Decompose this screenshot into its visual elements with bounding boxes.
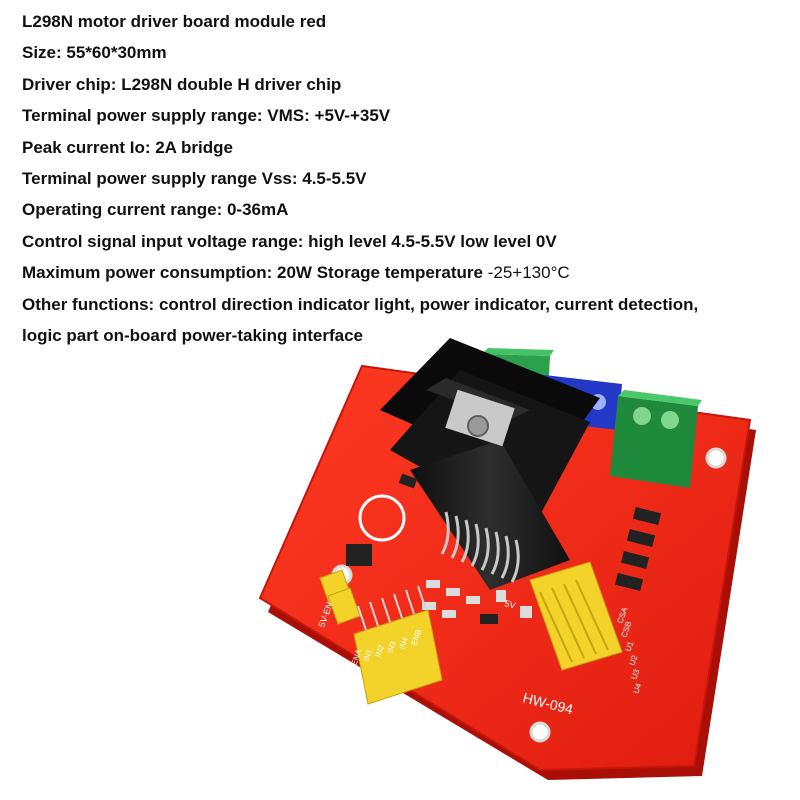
label-5v: 5V bbox=[504, 598, 517, 610]
sense-label-u2: U2 bbox=[627, 653, 639, 666]
spec-storage-temp: -25+130°C bbox=[487, 263, 570, 283]
spec-operating-current: Operating current range: 0-36mA bbox=[22, 200, 289, 220]
input-label-in4: IN4 bbox=[397, 635, 410, 650]
input-label-in3: IN3 bbox=[385, 639, 398, 654]
smd-components bbox=[346, 473, 662, 624]
input-pin-header bbox=[353, 585, 443, 705]
spec-other-functions-cont: logic part on-board power-taking interfa… bbox=[22, 325, 363, 345]
jumper-5v-en bbox=[319, 569, 361, 625]
sense-label-u3: U3 bbox=[629, 667, 641, 680]
sense-label-u4: U4 bbox=[631, 681, 643, 694]
spec-driver-chip: Driver chip: L298N double H driver chip bbox=[22, 74, 342, 94]
spec-max-power: Maximum power consumption: 20W Storage t… bbox=[22, 257, 792, 288]
heatsink-screw bbox=[467, 415, 489, 437]
spec-size: Size: 55*60*30mm bbox=[22, 43, 167, 63]
input-label-in1: IN1 bbox=[361, 647, 374, 662]
spec-max-power-text: Maximum power consumption: 20W Storage t… bbox=[22, 263, 488, 283]
spec-title: L298N motor driver board module red bbox=[22, 12, 327, 31]
chip-pins bbox=[440, 511, 520, 583]
spec-vms: Terminal power supply range: VMS: +5V-+3… bbox=[22, 106, 391, 126]
screw-terminal-green-right bbox=[610, 390, 702, 488]
mounting-hole bbox=[705, 447, 727, 469]
spec-list: L298N motor driver board module red Size… bbox=[22, 6, 792, 351]
spec-peak-current: Peak current Io: 2A bridge bbox=[22, 137, 233, 157]
spec-vss: Terminal power supply range Vss: 4.5-5.5… bbox=[22, 168, 367, 188]
silkscreen-circle bbox=[358, 494, 406, 542]
spec-control-signal: Control signal input voltage range: high… bbox=[22, 231, 557, 251]
mounting-hole bbox=[529, 721, 551, 743]
input-label-in2: IN2 bbox=[373, 643, 386, 658]
sense-pin-header bbox=[529, 561, 623, 671]
motor-driver-board-photo: HW-094 5V 5V-EN ENA IN1 IN2 IN3 IN4 ENB … bbox=[258, 338, 756, 780]
spec-other-functions: Other functions: control direction indic… bbox=[22, 294, 699, 314]
sense-label-u1: U1 bbox=[623, 639, 635, 652]
heatsink bbox=[380, 338, 600, 590]
